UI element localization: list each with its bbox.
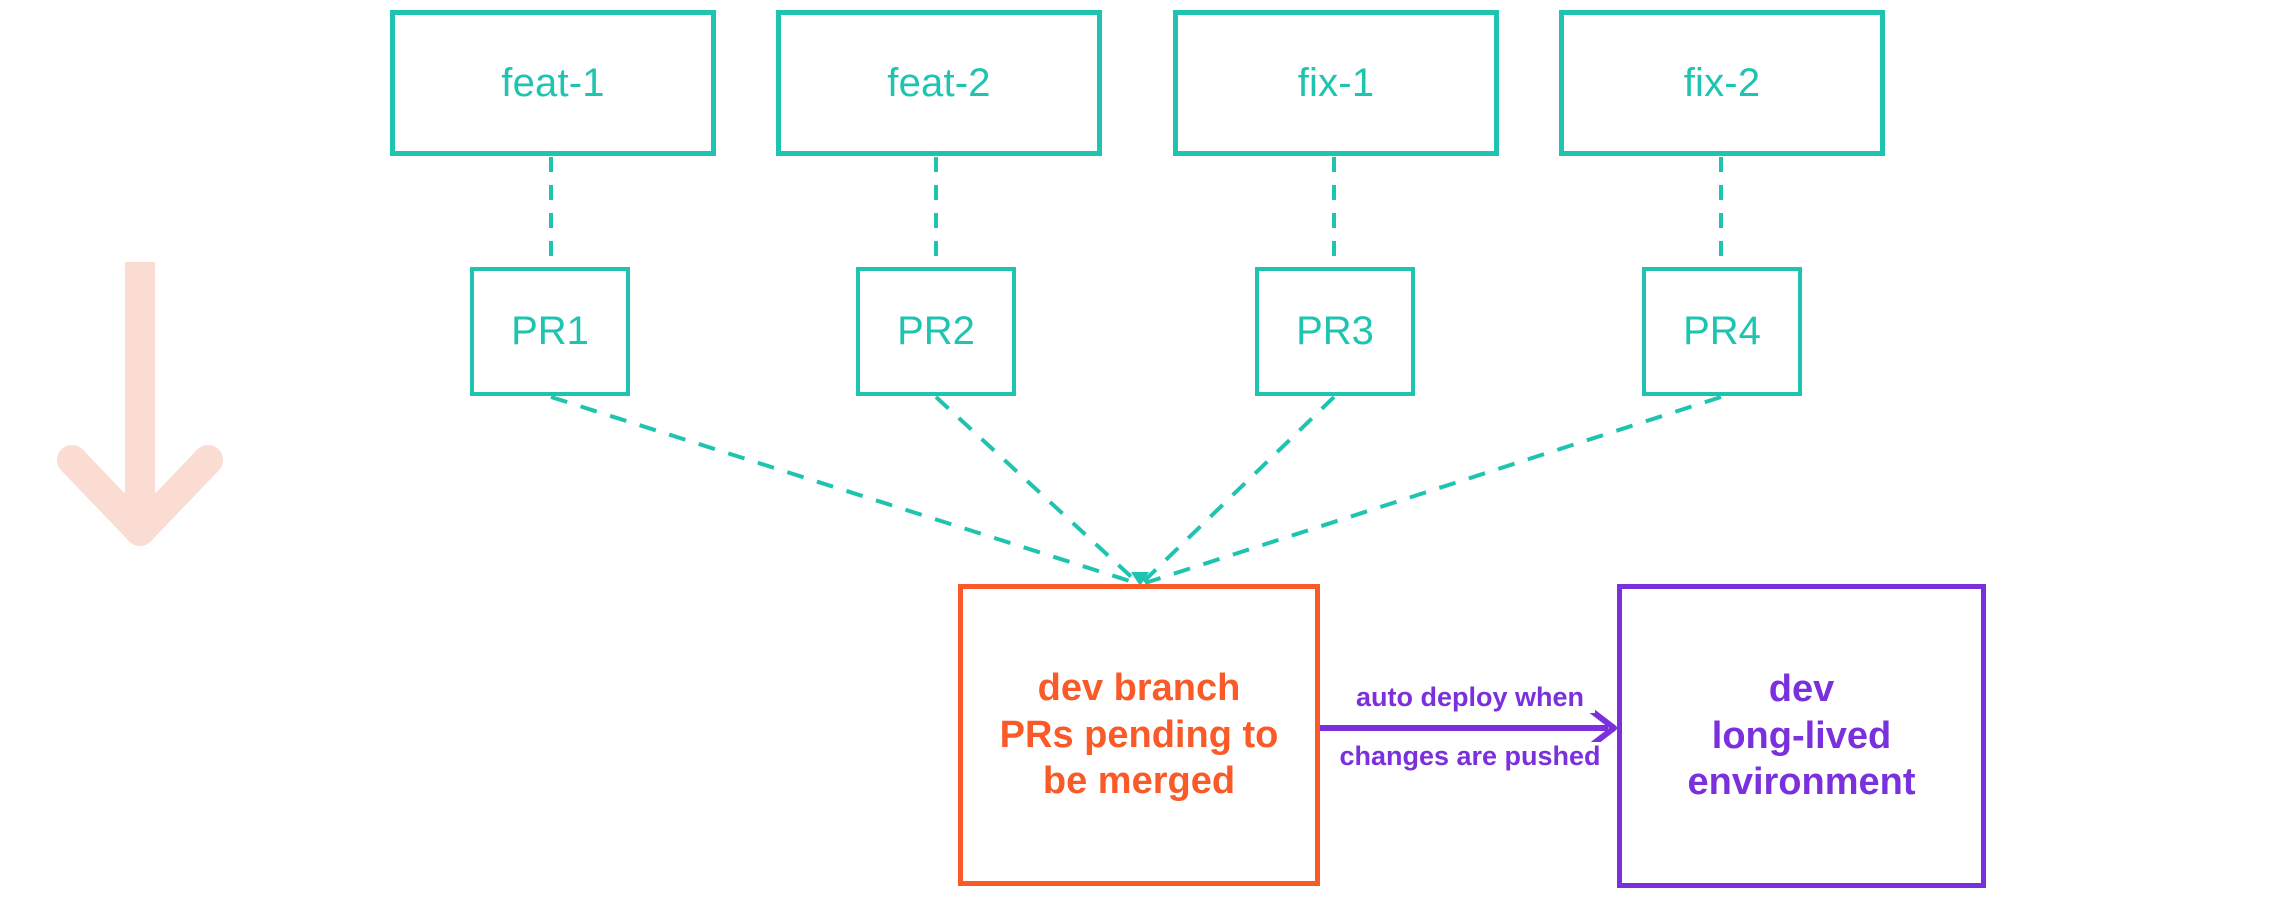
dev-branch-title-rest: branch xyxy=(1103,667,1241,710)
dev-environment-subtitle-line-1: long-lived xyxy=(1711,714,1892,757)
dev-environment-node[interactable]: dev long-lived environment xyxy=(1617,584,1986,888)
branch-label: fix-1 xyxy=(1297,60,1375,105)
deploy-edge-label-bottom: changes are pushed xyxy=(1335,741,1605,772)
pr-node-pr3[interactable]: PR3 xyxy=(1255,267,1415,396)
edge-pr4-dev xyxy=(1144,395,1722,585)
deploy-edge-label-top-text: auto deploy when xyxy=(1355,682,1584,712)
branch-node-fix-2[interactable]: fix-2 xyxy=(1559,10,1885,156)
branch-label: feat-1 xyxy=(501,60,605,105)
pr-label: PR1 xyxy=(511,309,589,353)
pr-node-pr2[interactable]: PR2 xyxy=(856,267,1016,396)
dev-environment-title: dev xyxy=(1768,668,1835,711)
dev-branch-subtitle-line-2: be merged xyxy=(1042,760,1236,803)
branch-node-feat-1[interactable]: feat-1 xyxy=(390,10,716,156)
branch-label: fix-2 xyxy=(1683,60,1761,105)
branch-node-feat-2[interactable]: feat-2 xyxy=(776,10,1102,156)
pr-node-pr4[interactable]: PR4 xyxy=(1642,267,1802,396)
pr-label: PR2 xyxy=(897,309,975,353)
dev-environment-subtitle-line-2: environment xyxy=(1687,761,1916,804)
edge-pr2-dev xyxy=(934,395,1140,585)
pr-node-pr1[interactable]: PR1 xyxy=(470,267,630,396)
deploy-edge-label-bottom-text: changes are pushed xyxy=(1339,741,1601,771)
down-arrow-icon xyxy=(57,262,223,546)
deploy-edge-label-top: auto deploy when xyxy=(1345,682,1595,713)
dev-branch-subtitle-line-1: PRs pending to xyxy=(999,713,1279,756)
branch-label: feat-2 xyxy=(887,60,991,105)
pr-label: PR3 xyxy=(1296,309,1374,353)
branch-node-fix-1[interactable]: fix-1 xyxy=(1173,10,1499,156)
dev-branch-title-strong: dev xyxy=(1037,667,1104,710)
dev-branch-node[interactable]: dev branch PRs pending to be merged xyxy=(958,584,1320,886)
edge-pr1-dev xyxy=(550,395,1137,585)
edge-pr3-dev xyxy=(1140,395,1336,585)
pr-label: PR4 xyxy=(1683,309,1761,353)
dev-branch-title: dev branch xyxy=(1038,665,1241,711)
